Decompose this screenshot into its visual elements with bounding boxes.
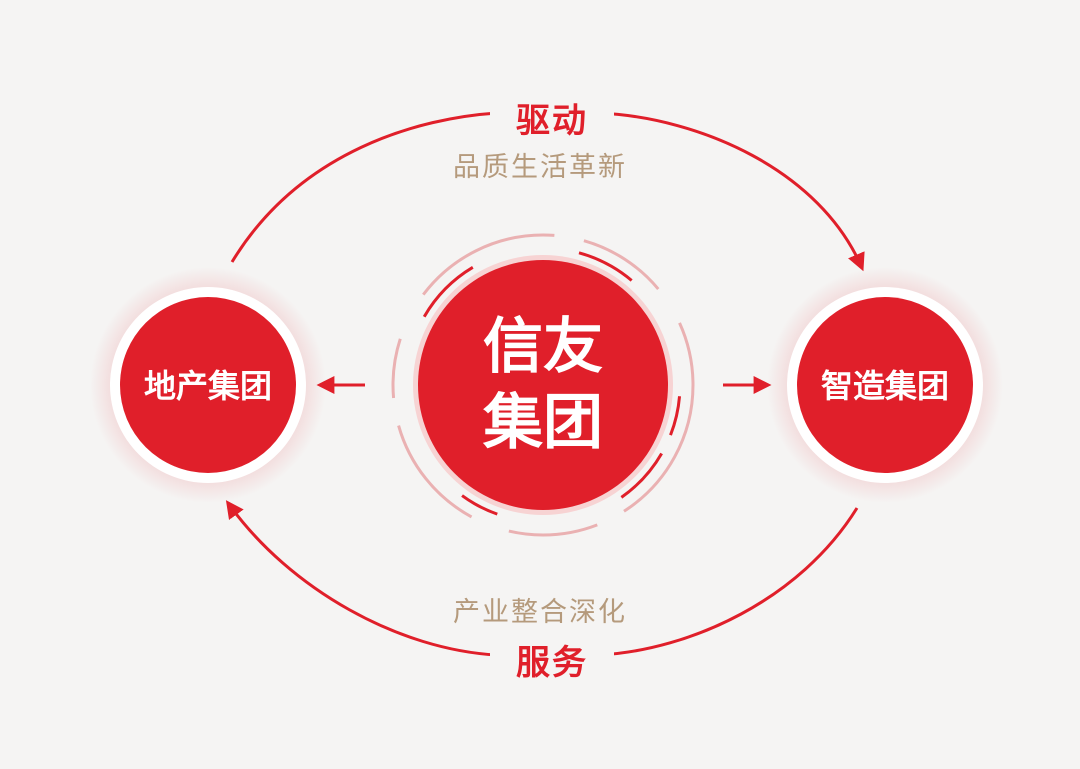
bottom-cycle-arrow-left <box>225 500 498 657</box>
center-node-outer-ring <box>391 233 695 537</box>
right-node-circle <box>797 297 973 473</box>
bottom-cycle-arrow-right <box>599 507 859 657</box>
left-node-label: 地产集团 <box>143 367 272 405</box>
top-cycle-label: 驱动 <box>490 93 614 142</box>
center-node-title-line2: 集团 <box>483 388 603 458</box>
bottom-cycle-subtitle: 产业整合深化 <box>453 597 627 628</box>
right-node-label: 智造集团 <box>820 367 949 405</box>
left-node-circle <box>120 297 296 473</box>
top-cycle-subtitle: 品质生活革新 <box>453 152 627 183</box>
top-cycle-arrow-right <box>599 111 865 272</box>
center-node-inner-ring <box>404 246 682 524</box>
top-cycle-arrow <box>230 111 498 263</box>
center-node-circle <box>418 260 668 510</box>
center-node-title-line1: 信友 <box>483 312 603 382</box>
bottom-cycle-label: 服务 <box>490 635 614 684</box>
